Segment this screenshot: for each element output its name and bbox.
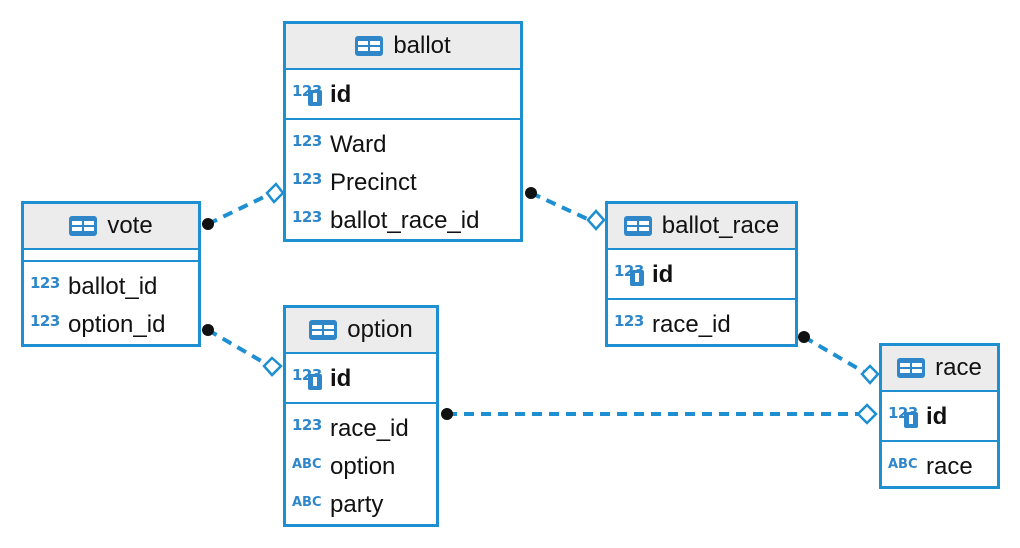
column-row-id[interactable]: 123 id [608, 256, 795, 294]
entity-ballot[interactable]: ballot 123 id 123 Ward 123 Precinct 123 … [283, 21, 523, 242]
entity-title: race [935, 354, 982, 381]
column-name: option [330, 453, 396, 480]
column-row-race-id[interactable]: 123 race_id [608, 306, 795, 344]
pk-endpoint-option-diamond [262, 356, 283, 377]
columns-section: 123 ballot_id 123 option_id [24, 260, 198, 348]
entity-header-race[interactable]: race [882, 346, 997, 392]
text-type-icon: ABC [888, 456, 918, 472]
pk-endpoint-ballot-diamond [265, 182, 285, 204]
numeric-type-icon: 123 [30, 274, 60, 292]
columns-section: 123 race_id [608, 298, 795, 348]
numeric-type-icon: 123 [292, 170, 322, 188]
entity-race[interactable]: race 123 id ABC race [879, 343, 1000, 489]
column-name: option_id [68, 311, 166, 338]
table-icon [623, 216, 652, 236]
column-row-ward[interactable]: 123 Ward [286, 126, 520, 164]
pk-endpoint-race-diamond-1 [860, 364, 880, 385]
column-row-ballot-id[interactable]: 123 ballot_id [24, 268, 198, 306]
entity-header-vote[interactable]: vote [24, 204, 198, 250]
fk-endpoint-vote-ballot [202, 218, 214, 230]
entity-option[interactable]: option 123 id 123 race_id ABC option ABC… [283, 305, 439, 527]
primary-key-section: 123 id [608, 250, 795, 298]
column-row-precinct[interactable]: 123 Precinct [286, 164, 520, 202]
column-name: ballot_race_id [330, 207, 480, 234]
column-name: id [926, 403, 948, 430]
column-name: party [330, 491, 384, 518]
entity-header-ballot-race[interactable]: ballot_race [608, 204, 795, 250]
column-row-race-id[interactable]: 123 race_id [286, 410, 436, 448]
relationship-vote-option-line [206, 328, 270, 367]
column-row-option-id[interactable]: 123 option_id [24, 306, 198, 344]
column-name: Ward [330, 131, 387, 158]
column-row-race[interactable]: ABC race [882, 448, 997, 486]
column-row-party[interactable]: ABC party [286, 486, 436, 524]
table-icon [897, 358, 926, 378]
column-name: race_id [652, 311, 731, 338]
column-name: id [652, 261, 674, 288]
table-icon [69, 216, 98, 236]
relationship-ballot-race-race-line [802, 335, 866, 374]
numeric-type-icon: 123 [614, 312, 644, 330]
text-type-icon: ABC [292, 494, 322, 510]
column-name: id [330, 365, 352, 392]
fk-endpoint-ballot-ballot-race [525, 187, 537, 199]
primary-key-icon: 123 [292, 82, 326, 106]
numeric-type-icon: 123 [292, 208, 322, 226]
pk-endpoint-race-diamond-2 [856, 403, 878, 425]
column-name: Precinct [330, 169, 417, 196]
column-name: race_id [330, 415, 409, 442]
column-row-id[interactable]: 123 id [882, 398, 997, 436]
column-name: race [926, 453, 973, 480]
relationship-vote-ballot-line [207, 193, 269, 226]
column-row-option[interactable]: ABC option [286, 448, 436, 486]
primary-key-section: 123 id [286, 70, 520, 118]
columns-section: ABC race [882, 440, 997, 490]
fk-endpoint-ballot-race-race [798, 331, 810, 343]
relationship-ballot-ballot-race-line [530, 191, 595, 224]
entity-header-option[interactable]: option [286, 308, 436, 354]
primary-key-icon: 123 [292, 366, 326, 390]
primary-key-section [24, 250, 198, 260]
pk-endpoint-ballot-race-diamond [586, 209, 606, 231]
column-name: ballot_id [68, 273, 158, 300]
column-name: id [330, 81, 352, 108]
column-row-id[interactable]: 123 id [286, 76, 520, 114]
text-type-icon: ABC [292, 456, 322, 472]
fk-endpoint-vote-option [202, 324, 214, 336]
column-row-id[interactable]: 123 id [286, 360, 436, 398]
numeric-type-icon: 123 [30, 312, 60, 330]
primary-key-icon: 123 [614, 262, 648, 286]
entity-header-ballot[interactable]: ballot [286, 24, 520, 70]
columns-section: 123 Ward 123 Precinct 123 ballot_race_id [286, 118, 520, 244]
primary-key-section: 123 id [882, 392, 997, 440]
table-icon [355, 36, 384, 56]
fk-endpoint-option-race [441, 408, 453, 420]
entity-title: ballot [393, 32, 451, 59]
entity-ballot-race[interactable]: ballot_race 123 id 123 race_id [605, 201, 798, 347]
numeric-type-icon: 123 [292, 416, 322, 434]
columns-section: 123 race_id ABC option ABC party [286, 402, 436, 528]
primary-key-icon: 123 [888, 404, 922, 428]
entity-vote[interactable]: vote 123 ballot_id 123 option_id [21, 201, 201, 347]
entity-title: option [347, 316, 413, 343]
table-icon [309, 320, 338, 340]
entity-title: vote [107, 212, 153, 239]
primary-key-section: 123 id [286, 354, 436, 402]
entity-title: ballot_race [661, 212, 780, 239]
numeric-type-icon: 123 [292, 132, 322, 150]
column-row-ballot-race-id[interactable]: 123 ballot_race_id [286, 202, 520, 240]
